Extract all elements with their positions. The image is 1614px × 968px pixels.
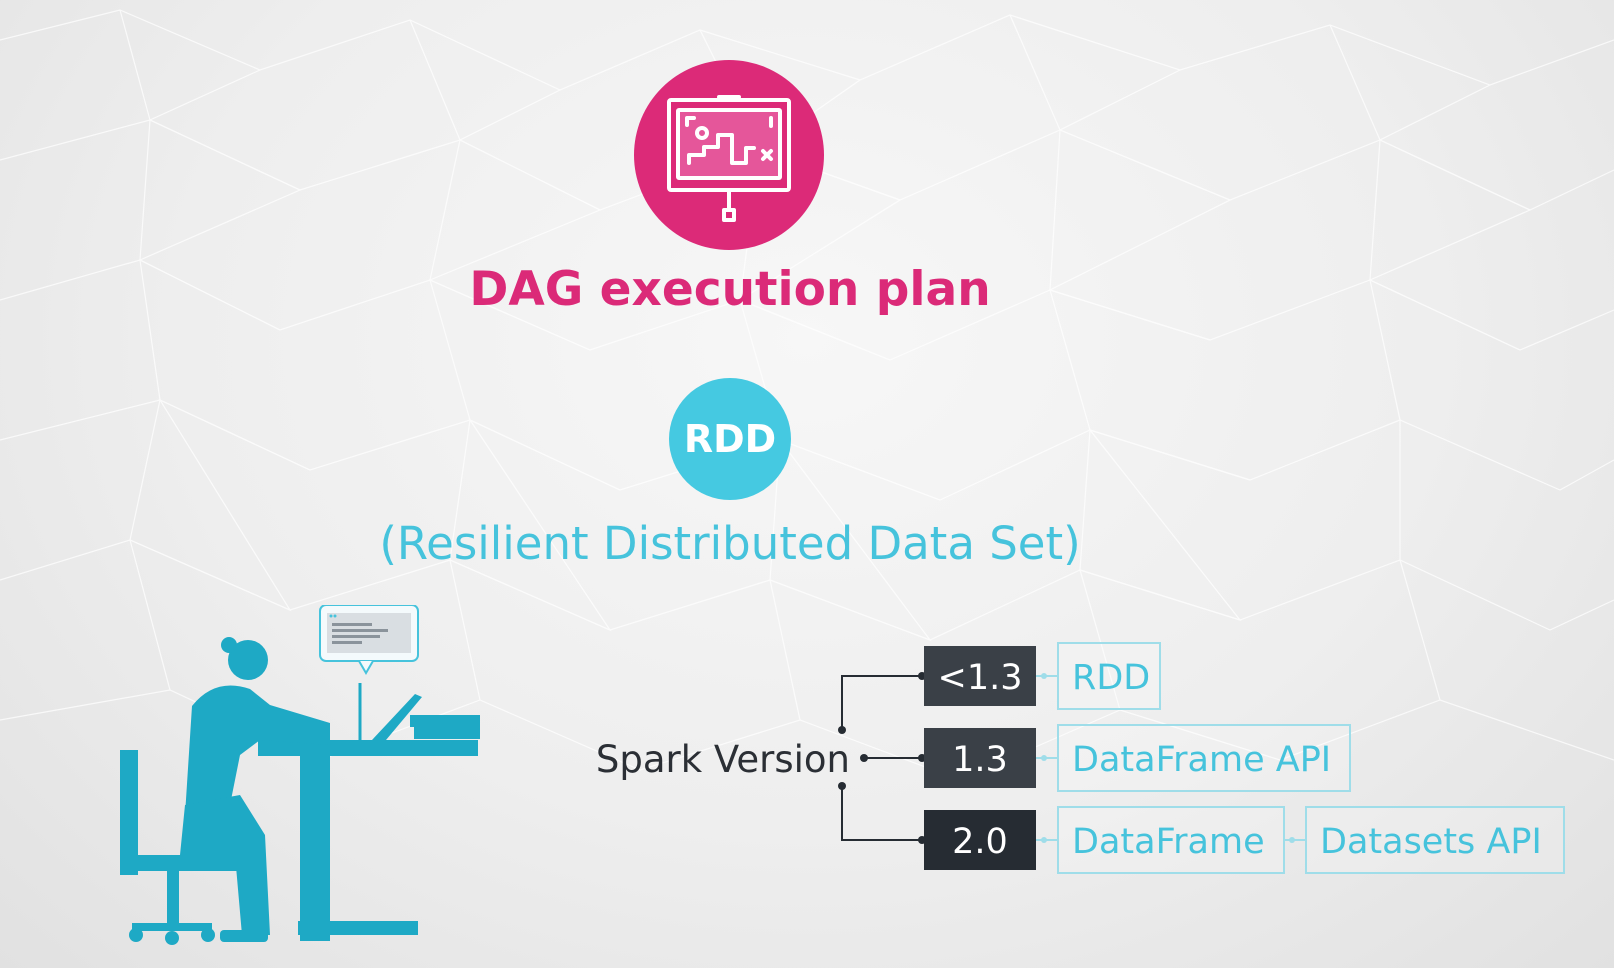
dag-title: DAG execution plan <box>469 262 991 317</box>
dag-plan-icon <box>634 60 824 250</box>
version-label: <1.3 <box>938 658 1023 698</box>
connector-top <box>841 675 924 730</box>
presentation-board-icon <box>667 95 791 222</box>
branch-dot-top <box>838 726 846 734</box>
item-dot <box>1041 673 1047 679</box>
item-dot <box>1289 837 1295 843</box>
feature-label: DataFrame API <box>1072 740 1331 780</box>
feature-box <box>1057 806 1285 874</box>
connector-bottom <box>841 786 924 841</box>
spark-version-label: Spark Version <box>596 738 850 781</box>
rdd-full-name: (Resilient Distributed Data Set) <box>379 517 1081 570</box>
version-box <box>924 728 1036 788</box>
feature-box <box>1057 642 1161 710</box>
feature-label: Datasets API <box>1320 822 1542 862</box>
item-dot <box>1041 755 1047 761</box>
feature-box <box>1305 806 1565 874</box>
branch-dot-bottom <box>838 782 846 790</box>
feature-box <box>1057 724 1351 792</box>
version-label: 2.0 <box>952 822 1008 862</box>
feature-label: DataFrame <box>1072 822 1265 862</box>
rdd-badge: RDD <box>669 378 791 500</box>
feature-label: RDD <box>1072 658 1150 698</box>
speech-bubble-icon <box>319 605 419 675</box>
person-at-laptop-icon <box>120 605 480 945</box>
version-label: 1.3 <box>952 740 1008 780</box>
version-box <box>924 810 1036 870</box>
item-dot <box>1041 837 1047 843</box>
version-box <box>924 646 1036 706</box>
